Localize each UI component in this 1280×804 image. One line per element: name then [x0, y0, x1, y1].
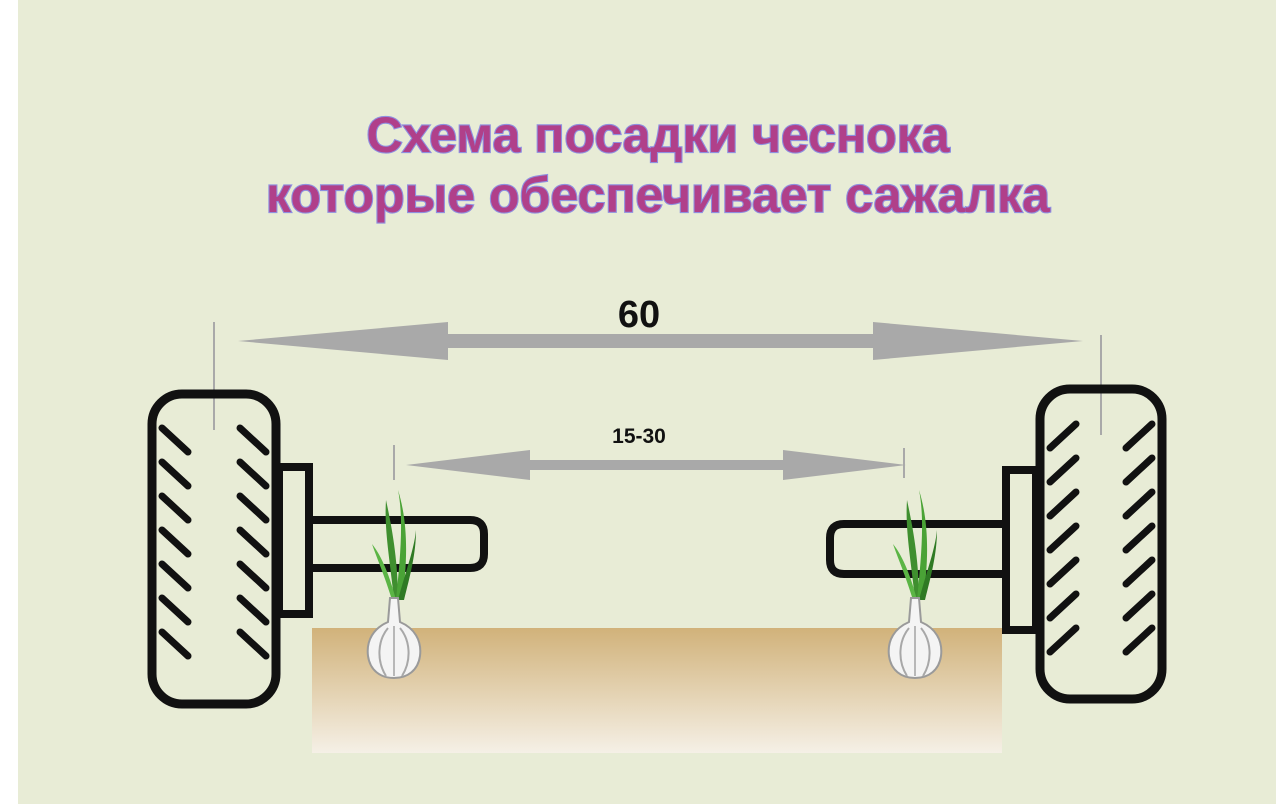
left-wheel-tread — [158, 424, 270, 660]
wheel-track-arrow — [238, 322, 1083, 360]
axle-icon — [313, 516, 488, 572]
row-spacing-label: 15-30 — [612, 425, 666, 448]
planting-diagram: Схема посадки чеснока которые обеспечива… — [147, 106, 1167, 753]
right-wheel-tread — [1046, 420, 1156, 656]
axle-icon — [826, 520, 1002, 578]
title-line-2: которые обеспечивает сажалка — [266, 167, 1051, 223]
double-arrow-icon — [238, 322, 1083, 360]
right-garlic-plant — [887, 489, 943, 679]
wheel-track-label: 60 — [618, 294, 660, 336]
soil-bed — [312, 628, 1002, 753]
left-wheel-assembly — [147, 389, 488, 709]
title-line-1: Схема посадки чеснока — [366, 107, 950, 163]
right-wheel-assembly — [826, 384, 1167, 704]
right-hub — [1002, 466, 1040, 634]
left-hub — [275, 463, 313, 618]
double-arrow-icon — [406, 450, 906, 480]
row-spacing-arrow — [406, 450, 906, 480]
